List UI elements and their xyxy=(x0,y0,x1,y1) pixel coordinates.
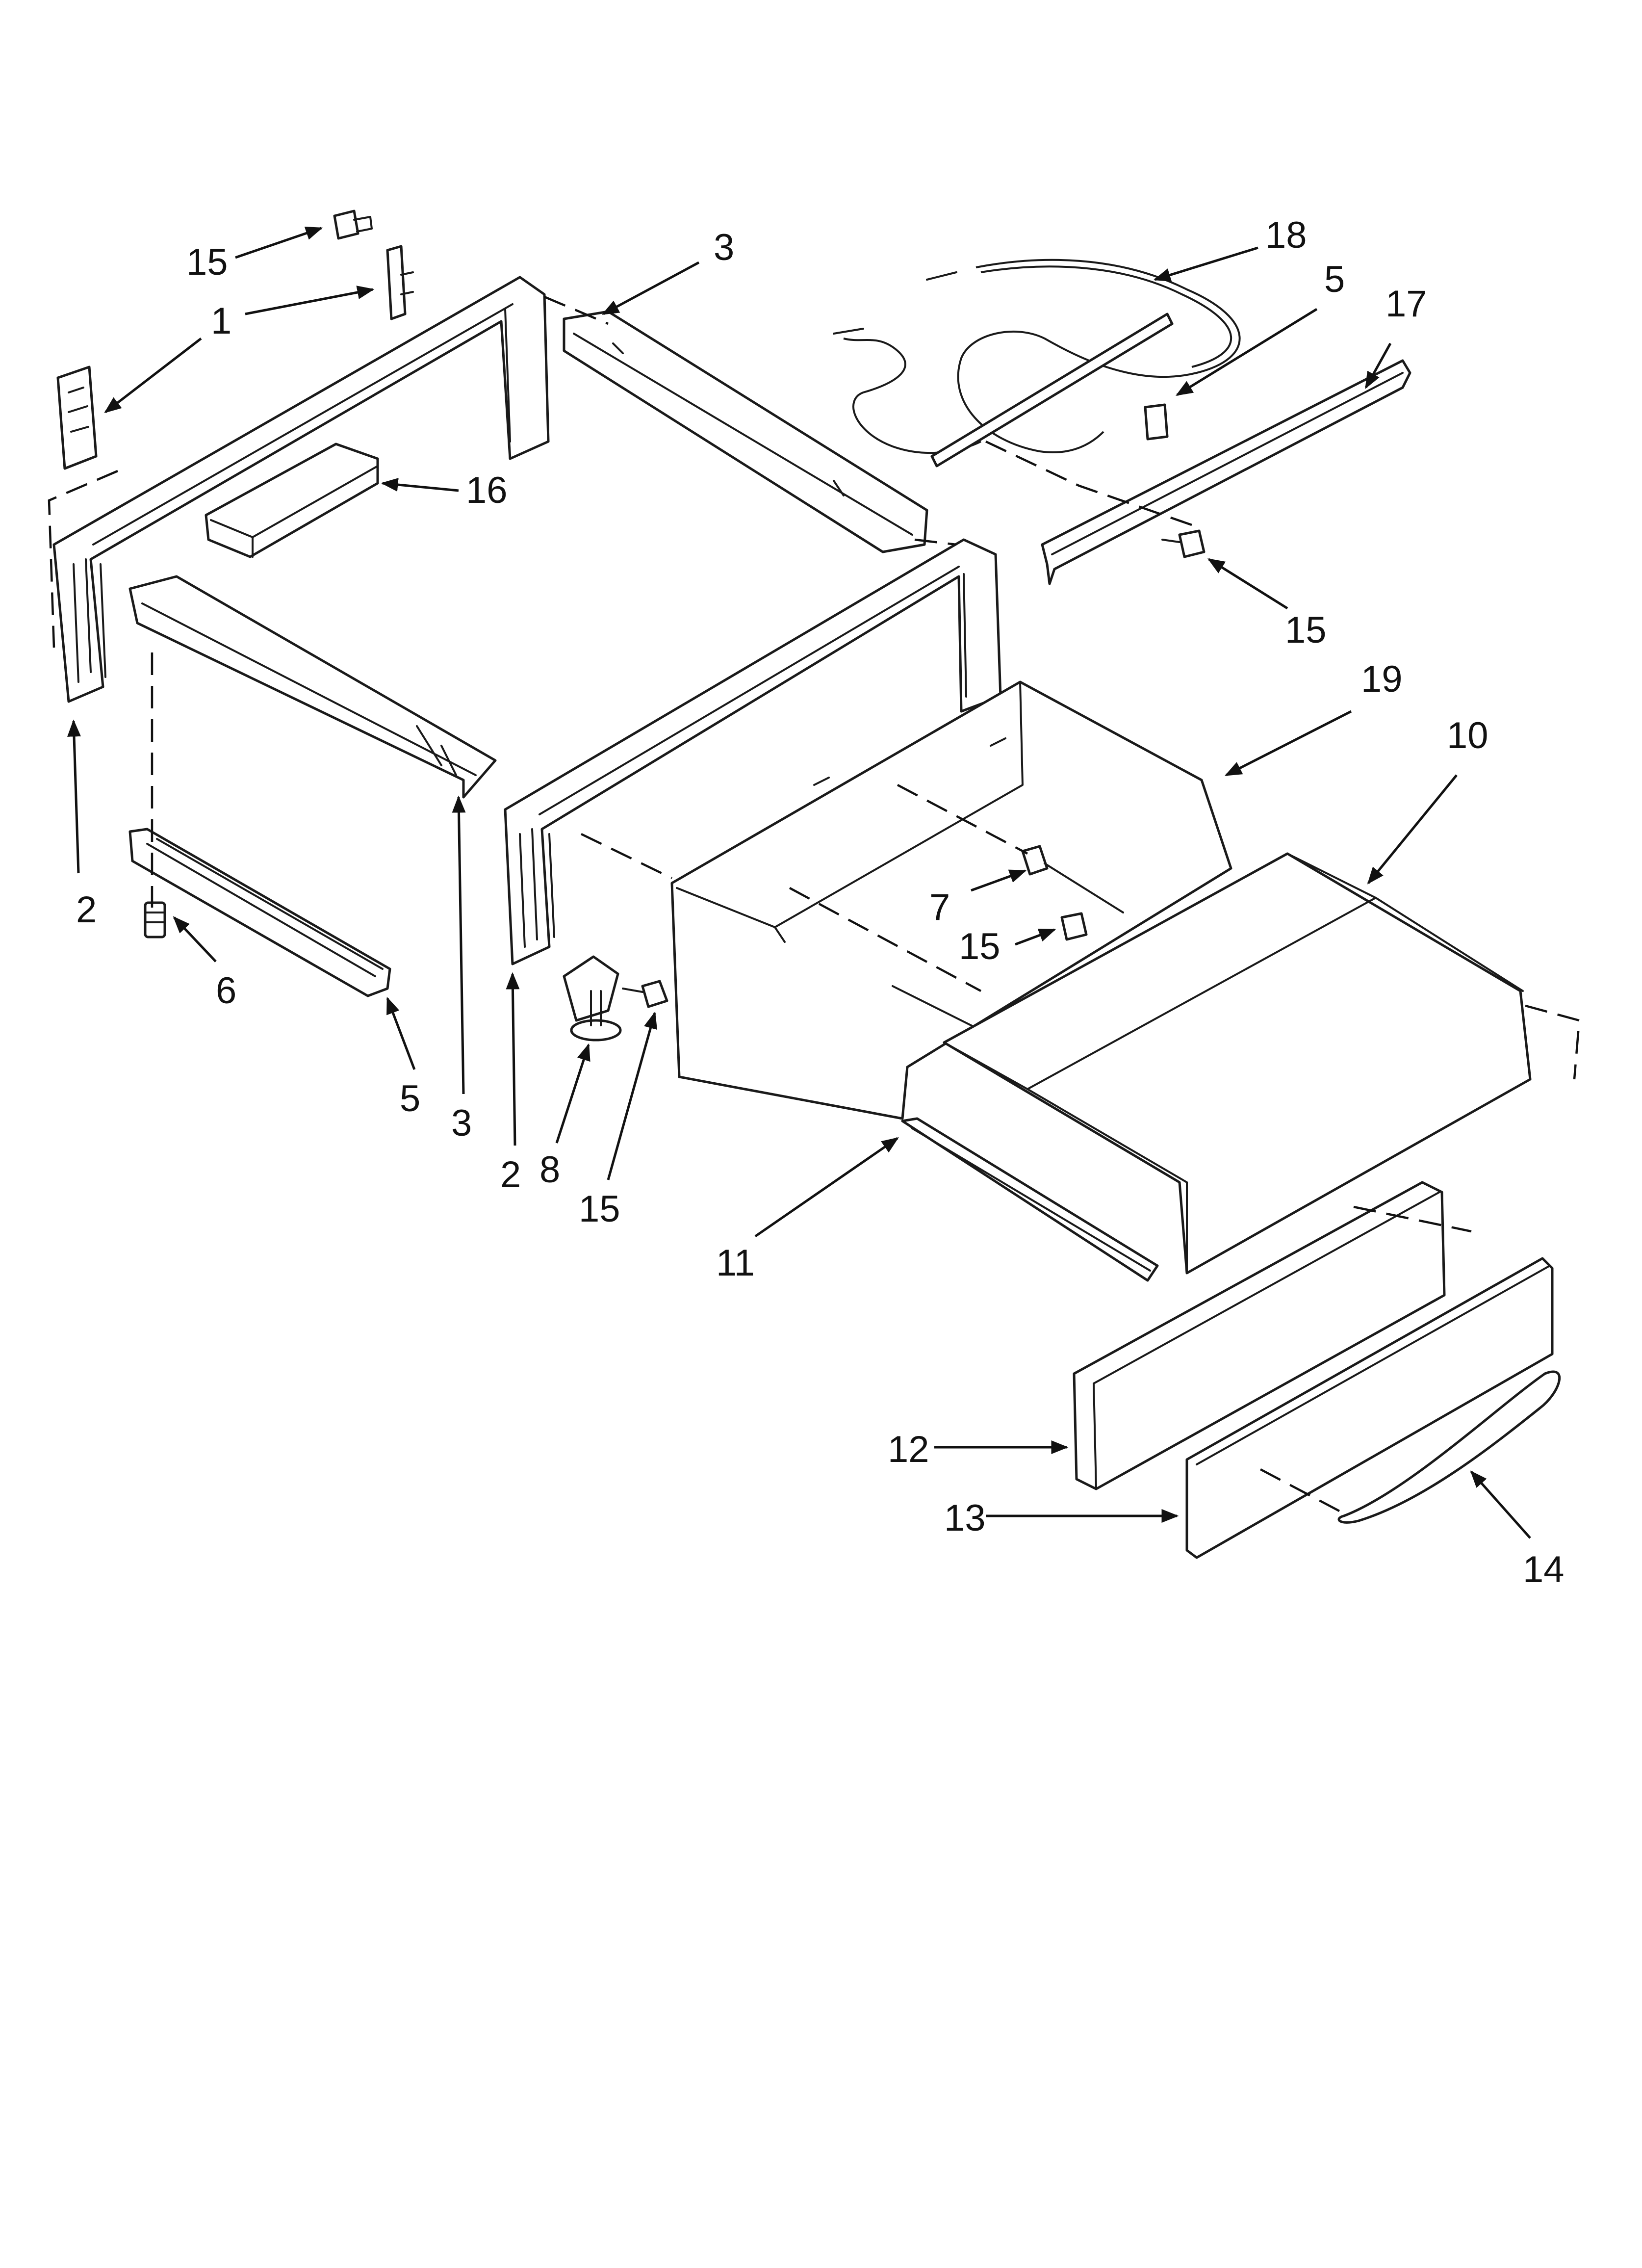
crossmember-part-3-top xyxy=(563,310,928,553)
leg-bracket-part-8 xyxy=(563,955,622,1042)
callout-2-bottom: 2 xyxy=(500,1154,521,1196)
screw-part-15-leg xyxy=(622,980,668,1008)
callout-5-top: 5 xyxy=(1324,259,1345,300)
callout-15-bottom: 15 xyxy=(579,1188,620,1230)
callout-12: 12 xyxy=(888,1429,929,1470)
sensor-part-7 xyxy=(1021,845,1124,913)
drawer-liner-part-19 xyxy=(670,680,1232,1120)
leveling-leg-part-6 xyxy=(144,901,166,938)
callout-15-right: 15 xyxy=(1285,609,1327,651)
shield-part-16 xyxy=(205,443,379,558)
callout-5-bottom: 5 xyxy=(400,1078,420,1120)
callout-17: 17 xyxy=(1385,283,1427,325)
callout-2-left: 2 xyxy=(76,889,97,931)
callout-19: 19 xyxy=(1361,658,1403,700)
front-panel-part-12 xyxy=(1073,1181,1446,1490)
crossmember-part-3-front xyxy=(128,575,497,799)
rail-part-17 xyxy=(1041,359,1411,585)
callout-6: 6 xyxy=(216,970,236,1012)
drawer-part-10 xyxy=(943,852,1532,1275)
callout-16: 16 xyxy=(466,469,508,511)
heating-element-part-18 xyxy=(833,259,1241,468)
callout-3-top: 3 xyxy=(714,227,734,268)
callout-1: 1 xyxy=(211,300,231,342)
callout-11: 11 xyxy=(716,1242,755,1284)
callout-13: 13 xyxy=(944,1497,986,1539)
callout-14: 14 xyxy=(1523,1549,1565,1590)
screw-part-5-top xyxy=(1144,403,1169,441)
callout-7: 7 xyxy=(929,886,950,928)
alignment-lines xyxy=(48,295,1581,1517)
callout-8: 8 xyxy=(539,1149,560,1191)
outer-panel-part-13 xyxy=(1185,1257,1554,1559)
rail-part-5-bottom xyxy=(128,828,391,997)
callout-15-mid: 15 xyxy=(959,926,1001,967)
screw-part-15-top xyxy=(333,209,373,240)
side-frame-part-2-left xyxy=(52,276,550,703)
handle-part-14 xyxy=(1337,1370,1561,1524)
callout-15-top: 15 xyxy=(186,241,228,283)
callout-3-bottom: 3 xyxy=(451,1102,472,1144)
screw-part-15-mid xyxy=(1060,912,1088,941)
leader-arrows xyxy=(67,226,1531,1539)
callout-labels: 15 1 2 3 16 18 5 17 15 19 10 7 15 6 5 3 … xyxy=(76,214,1565,1590)
callout-10: 10 xyxy=(1447,715,1488,756)
bracket-part-1 xyxy=(56,245,414,470)
side-frame-part-2-right xyxy=(504,538,1002,965)
callout-18: 18 xyxy=(1265,214,1307,256)
drawer-slide-part-11 xyxy=(901,1117,1159,1282)
screw-part-15-right xyxy=(1161,529,1206,558)
